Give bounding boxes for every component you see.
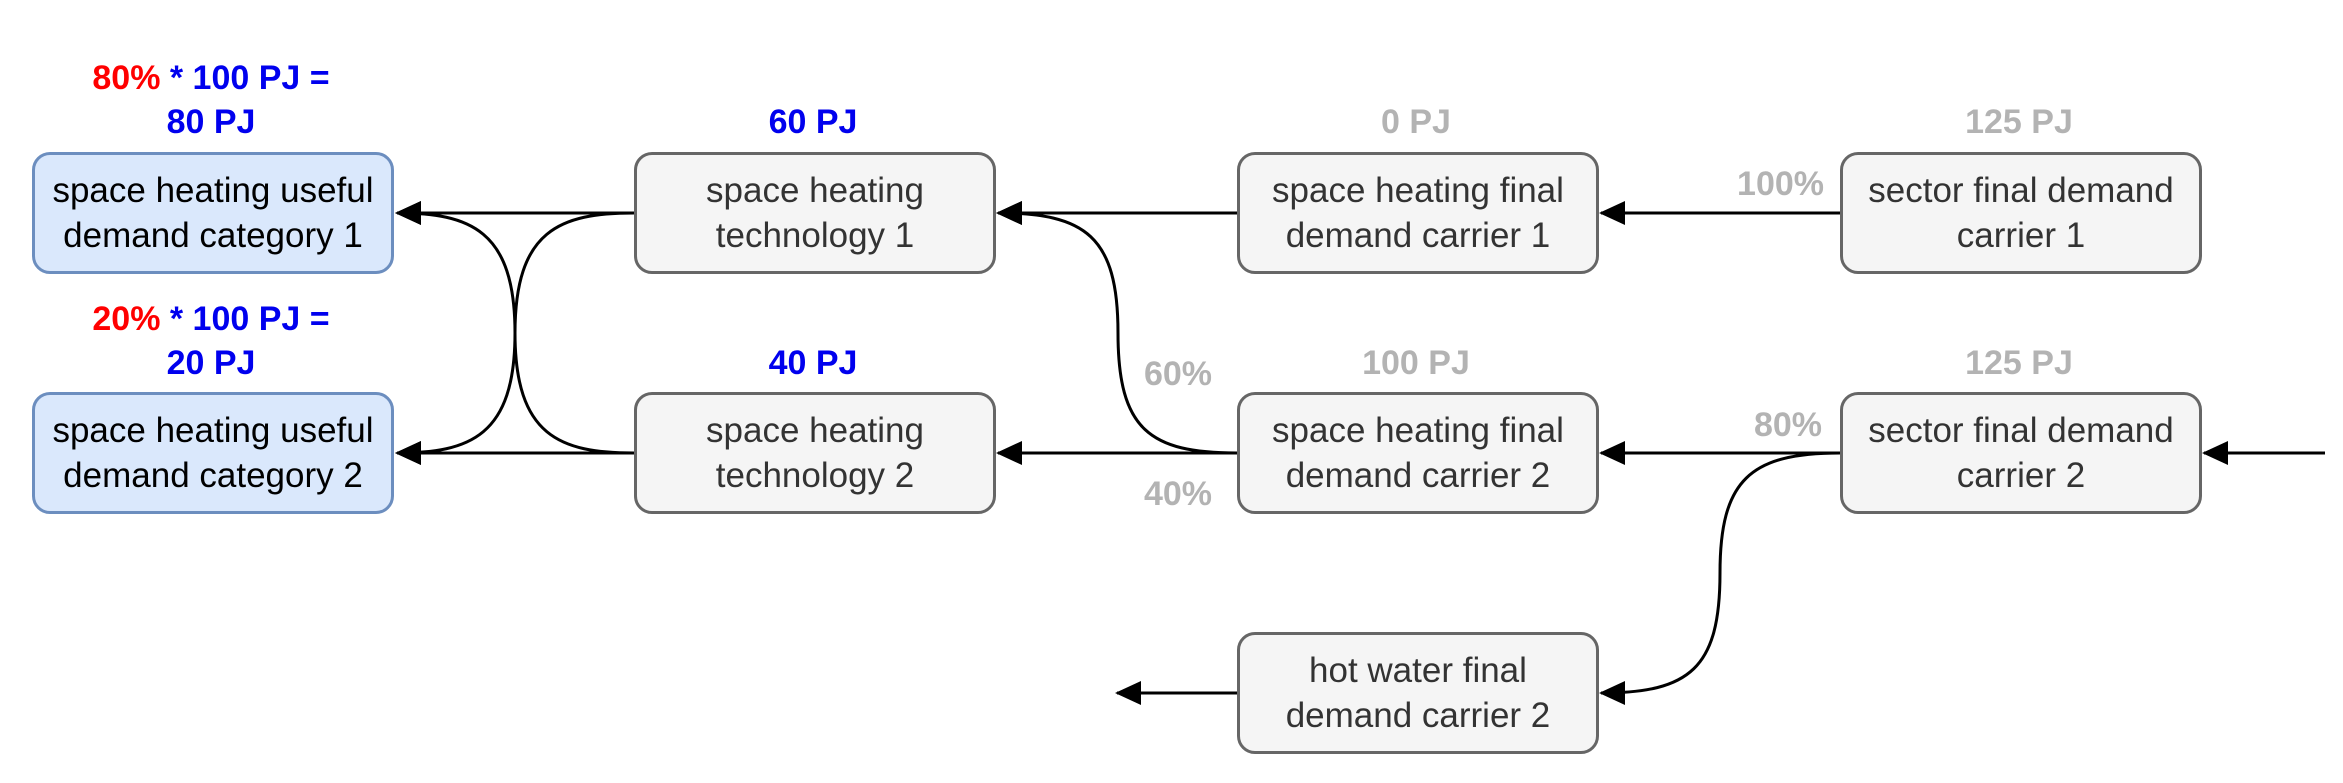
label-tech1-value: 60 PJ [768, 103, 858, 141]
node-useful-demand-2[interactable]: space heating useful demand category 2 [32, 392, 394, 514]
node-label-line: carrier 2 [1956, 456, 2086, 495]
share-percent: 20% [92, 300, 161, 338]
node-final-demand-carrier-1[interactable]: space heating final demand carrier 1 [1237, 152, 1599, 274]
node-technology-1[interactable]: space heating technology 1 [634, 152, 996, 274]
node-label-line: hot water final [1309, 651, 1527, 690]
node-label-line: space heating [706, 171, 924, 210]
label-useful1-total: 80 PJ [166, 103, 256, 141]
node-label-line: space heating final [1272, 411, 1564, 450]
node-sector-carrier-1[interactable]: sector final demand carrier 1 [1840, 152, 2202, 274]
edge-sector2-hotwater [1599, 451, 1841, 705]
share-percent: 80% [92, 59, 161, 97]
node-label-line: sector final demand [1868, 171, 2174, 210]
calc-text: * 100 PJ = [160, 300, 330, 338]
node-label-line: demand category 1 [63, 216, 363, 255]
node-label-line: demand carrier 2 [1285, 456, 1551, 495]
edge-final2-tech1 [996, 201, 1238, 455]
node-label-line: space heating final [1272, 171, 1564, 210]
node-label-line: demand category 2 [63, 456, 363, 495]
label-pct-final2-tech2: 40% [1143, 475, 1212, 513]
label-useful2-total: 20 PJ [166, 344, 256, 382]
node-label-line: technology 1 [715, 216, 915, 255]
node-label-line: space heating useful [52, 411, 374, 450]
node-label-line: demand carrier 1 [1285, 216, 1551, 255]
calc-text: * 100 PJ = [160, 59, 330, 97]
node-label-line: sector final demand [1868, 411, 2174, 450]
node-label-line: carrier 1 [1956, 216, 2086, 255]
node-label-line: technology 2 [715, 456, 915, 495]
node-final-demand-carrier-2[interactable]: space heating final demand carrier 2 [1237, 392, 1599, 514]
node-label-line: space heating [706, 411, 924, 450]
node-hot-water-carrier-2[interactable]: hot water final demand carrier 2 [1237, 632, 1599, 754]
node-sector-carrier-2[interactable]: sector final demand carrier 2 [1840, 392, 2202, 514]
node-label-line: space heating useful [52, 171, 374, 210]
label-pct-final2-tech1: 60% [1143, 355, 1212, 393]
label-sector2-value: 125 PJ [1965, 344, 2073, 382]
label-tech2-value: 40 PJ [768, 344, 858, 382]
label-final2-value: 100 PJ [1362, 344, 1470, 382]
label-sector1-value: 125 PJ [1965, 103, 2073, 141]
label-pct-sector2-final2: 80% [1753, 406, 1822, 444]
label-final1-value: 0 PJ [1381, 103, 1451, 141]
label-useful1-calc: 80% * 100 PJ = [92, 56, 329, 100]
label-pct-sector1-final1: 100% [1737, 165, 1824, 203]
edge-tech2-useful1 [395, 201, 635, 455]
node-technology-2[interactable]: space heating technology 2 [634, 392, 996, 514]
node-useful-demand-1[interactable]: space heating useful demand category 1 [32, 152, 394, 274]
label-useful2-calc: 20% * 100 PJ = [92, 297, 329, 341]
node-label-line: demand carrier 2 [1285, 696, 1551, 735]
